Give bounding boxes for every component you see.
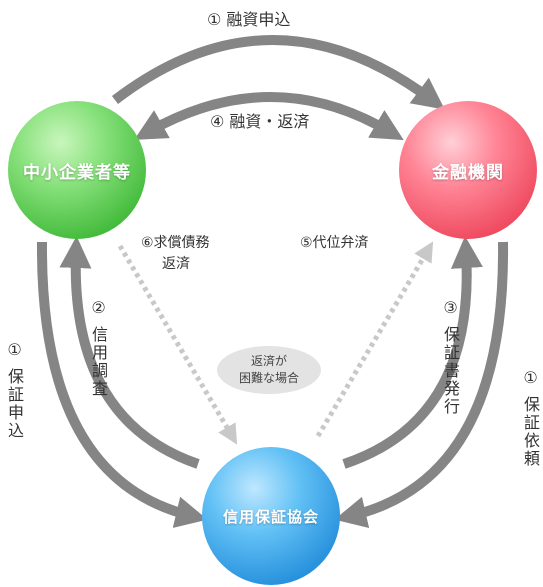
guarantee-node-label: 信用保証協会 — [222, 507, 319, 526]
label-reimbursement-line1: ⑥求償債務 — [141, 235, 210, 251]
arrow-issue-guarantee — [342, 236, 483, 469]
label-loan-repayment: ④ 融資・返済 — [210, 112, 310, 131]
label-loan-application: ① 融資申込 — [207, 10, 291, 29]
label-credit-investigation: ② 信用調査 — [89, 298, 108, 399]
sme-node: 中小企業者等 — [8, 101, 146, 239]
sme-node-label: 中小企業者等 — [23, 162, 131, 183]
note-bubble: 返済が 困難な場合 — [217, 346, 321, 394]
bank-node-label: 金融機関 — [432, 162, 504, 183]
arrow-guarantee-request — [334, 241, 509, 528]
label-guarantee-request: ① 保証依頼 — [521, 368, 540, 469]
note-line2: 困難な場合 — [238, 371, 299, 385]
label-subrogation: ⑤代位弁済 — [300, 235, 369, 251]
arrow-credit-investigation — [59, 236, 200, 469]
label-issue-guarantee: ③ 保証書発行 — [441, 298, 460, 417]
note-line1: 返済が — [250, 354, 287, 368]
arrow-guarantee-application — [36, 241, 208, 528]
arrow-subrogation — [315, 241, 434, 438]
label-guarantee-application: ① 保証申込 — [5, 340, 24, 441]
guarantee-node: 信用保証協会 — [202, 447, 340, 585]
bank-node: 金融機関 — [399, 101, 537, 239]
arrow-loan-application — [111, 35, 445, 110]
arrow-reimbursement — [117, 244, 238, 445]
label-reimbursement-line2: 返済 — [162, 256, 190, 272]
arrow-loan-repayment — [134, 92, 404, 141]
